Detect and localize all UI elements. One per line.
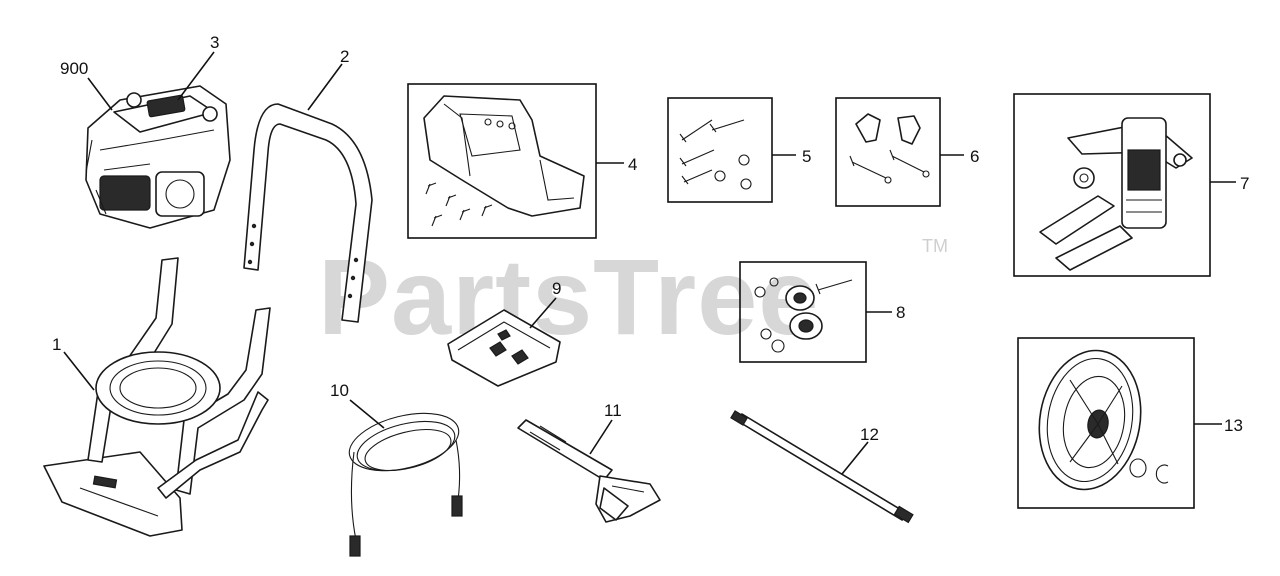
part-bearing-kit[interactable] (739, 261, 867, 363)
part-hose[interactable] (343, 403, 464, 557)
box-13 (1017, 337, 1195, 509)
callout-1: 1 (52, 335, 61, 354)
callout-2: 2 (340, 47, 349, 66)
callout-7: 7 (1240, 174, 1249, 193)
callout-6: 6 (970, 147, 979, 166)
box-5 (667, 97, 773, 203)
callout-8: 8 (896, 303, 905, 322)
callout-10: 10 (330, 381, 349, 400)
box-7 (1013, 93, 1211, 277)
callout-12: 12 (860, 425, 879, 444)
bracket-screws (425, 182, 493, 227)
watermark-text: PartsTree (318, 236, 819, 357)
callout-9: 9 (552, 279, 561, 298)
part-hardware-kit-6[interactable] (835, 97, 941, 207)
leader-lines (63, 51, 1236, 475)
callout-4: 4 (628, 155, 637, 174)
callout-900: 900 (60, 59, 88, 78)
part-bracket[interactable] (407, 83, 597, 239)
part-frame[interactable] (43, 257, 271, 537)
watermark: PartsTree TM (318, 236, 948, 357)
callout-11: 11 (604, 401, 622, 420)
part-hardware-kit-5[interactable] (667, 97, 773, 203)
box-4 (407, 83, 597, 239)
part-engine[interactable] (85, 85, 231, 229)
part-fastener-bag[interactable] (447, 309, 561, 387)
callout-5: 5 (802, 147, 811, 166)
callout-13: 13 (1224, 416, 1243, 435)
part-wheel[interactable] (1017, 337, 1195, 509)
part-wand[interactable] (730, 410, 914, 524)
part-pump[interactable] (1013, 93, 1211, 277)
watermark-trademark: TM (922, 236, 948, 256)
callout-labels: 900 3 2 1 4 5 6 7 8 9 10 11 12 13 (52, 33, 1249, 444)
callout-3: 3 (210, 33, 219, 52)
part-spray-gun[interactable] (517, 419, 661, 523)
box-6 (835, 97, 941, 207)
part-handle[interactable] (243, 103, 373, 323)
